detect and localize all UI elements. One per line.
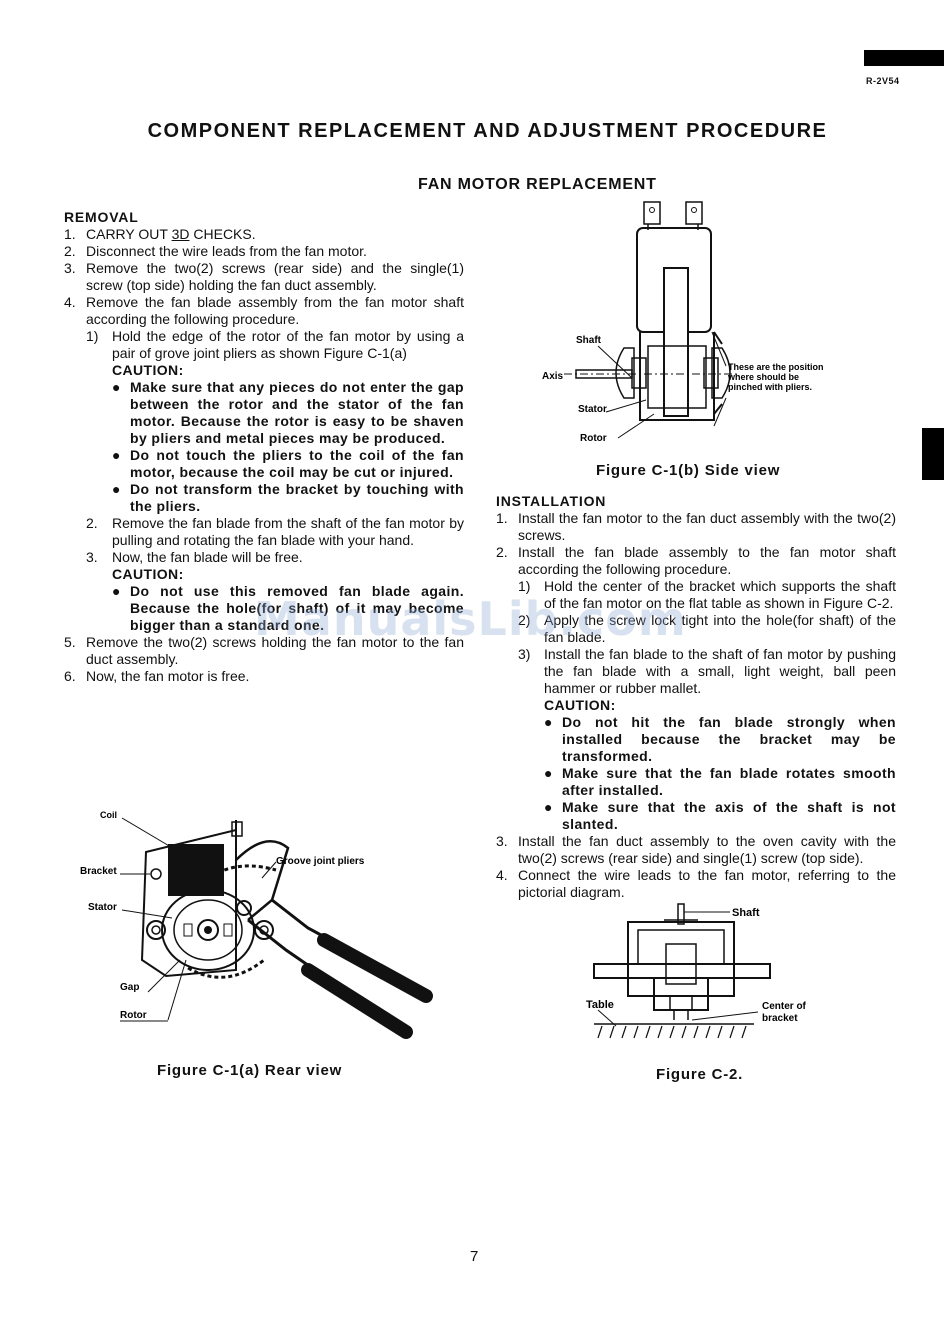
removal-section: REMOVAL 1. CARRY OUT 3D CHECKS. 2. Disco… [64,209,464,685]
caution-item: ●Do not hit the fan blade strongly when … [544,714,896,764]
label-shaft: Shaft [732,907,760,919]
caution-item: ●Make sure that the fan blade rotates sm… [544,765,896,798]
watermark: ManualsLib.com [254,592,687,646]
installation-step-2: 2. Install the fan blade assembly to the… [496,544,896,577]
label-center-1: Center of [762,1001,807,1012]
caution-item: ●Do not transform the bracket by touchin… [112,481,464,514]
removal-heading: REMOVAL [64,209,139,225]
removal-step-2: 2. Disconnect the wire leads from the fa… [64,243,367,259]
header-black-bar [864,50,944,66]
label-center-2: bracket [762,1013,798,1024]
figure-rear-caption: Figure C-1(a) Rear view [157,1062,343,1079]
installation-substep-3: 3) Install the fan blade to the shaft of… [518,646,896,696]
model-number: R-2V54 [866,76,900,86]
label-pinch-note-1: These are the position [728,362,824,372]
installation-section: INSTALLATION 1. Install the fan motor to… [496,493,896,901]
caution-label: CAUTION: [544,697,616,713]
removal-substep-1: 1) Hold the edge of the rotor of the fan… [86,328,464,361]
label-pinch-note-3: pinched with pliers. [728,382,812,392]
caution-label: CAUTION: [112,566,184,582]
caution-item: ●Make sure that any pieces do not enter … [112,379,464,446]
installation-heading: INSTALLATION [496,493,607,509]
label-bracket: Bracket [80,866,117,877]
installation-step-1: 1. Install the fan motor to the fan duct… [496,510,896,543]
installation-substep-2: 2) Apply the screw lock tight into the h… [518,612,896,645]
section-title: FAN MOTOR REPLACEMENT [418,176,657,193]
removal-step-5: 5. Remove the two(2) screws holding the … [64,634,464,667]
page-title: COMPONENT REPLACEMENT AND ADJUSTMENT PRO… [147,120,828,142]
label-pliers: Groove joint pliers [276,856,365,867]
label-stator: Stator [578,404,607,415]
label-gap: Gap [120,982,139,993]
caution-item: ●Do not touch the pliers to the coil of … [112,447,464,480]
installation-step-3: 3. Install the fan duct assembly to the … [496,833,896,866]
removal-substep-3: 3. Now, the fan blade will be free. [86,549,303,565]
label-rotor: Rotor [120,1010,147,1021]
label-table: Table [586,999,614,1011]
caution-item: ●Do not use this removed fan blade again… [112,583,464,633]
label-axis: Axis [542,371,564,382]
label-pinch-note-2: where should be [727,372,799,382]
page-number: 7 [470,1248,479,1265]
installation-substep-1: 1) Hold the center of the bracket which … [518,578,896,611]
figure-side-view: Shaft Axis Stator Rotor These are the po… [542,201,824,444]
figure-c2: Shaft Table Center of bracket [586,903,807,1039]
figure-c2-caption: Figure C-2. [656,1066,744,1083]
section-index-tab [922,428,944,480]
removal-step-4: 4. Remove the fan blade assembly from th… [64,294,464,327]
removal-substep-2: 2. Remove the fan blade from the shaft o… [86,515,464,548]
removal-step-3: 3. Remove the two(2) screws (rear side) … [64,260,464,293]
label-stator: Stator [88,902,117,913]
label-coil: Coil [100,810,117,820]
label-shaft: Shaft [576,335,602,346]
figure-side-caption: Figure C-1(b) Side view [596,462,781,479]
caution-label: CAUTION: [112,362,184,378]
caution-item: ●Make sure that the axis of the shaft is… [544,799,896,832]
label-rotor: Rotor [580,433,607,444]
installation-step-4: 4. Connect the wire leads to the fan mot… [496,867,896,900]
figure-rear-view: Coil Bracket Stator Gap Rotor Groove joi… [80,810,433,1039]
removal-step-1: 1. CARRY OUT 3D CHECKS. [64,226,256,242]
removal-step-6: 6. Now, the fan motor is free. [64,668,250,684]
